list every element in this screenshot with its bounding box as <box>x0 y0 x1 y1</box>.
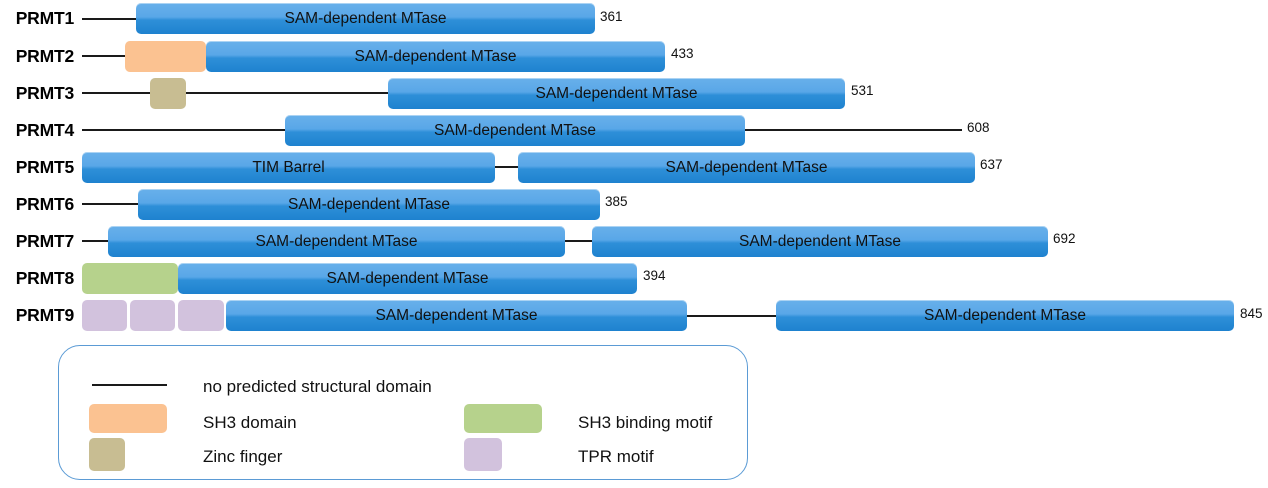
domain-segment-label: SAM-dependent MTase <box>665 158 828 176</box>
protein-row-prmt3: PRMT3 SAM-dependent MTase 531 <box>0 75 1268 112</box>
domain-segment-mtase: SAM-dependent MTase <box>285 114 745 146</box>
backbone-line <box>562 240 595 242</box>
domain-segment-label: SAM-dependent MTase <box>255 232 418 250</box>
protein-row-prmt9: PRMT9 SAM-dependent MTase SAM-dependent MT… <box>0 297 1268 334</box>
legend-swatch-sh3bind <box>464 404 542 433</box>
protein-name-label: PRMT2 <box>15 45 75 66</box>
domain-segment-label: SAM-dependent MTase <box>739 232 901 250</box>
protein-length-label: 394 <box>643 268 666 283</box>
backbone-line <box>684 314 779 317</box>
domain-segment-mtase: SAM-dependent MTase <box>592 225 1048 257</box>
domain-segment-mtase: SAM-dependent MTase <box>136 3 595 34</box>
protein-length-label: 385 <box>605 194 628 209</box>
domain-segment-mtase: SAM-dependent MTase <box>518 151 975 183</box>
protein-name-label: PRMT6 <box>15 193 75 214</box>
domain-segment-sh3bind <box>82 262 178 294</box>
protein-length-label: 531 <box>851 83 874 98</box>
legend-label: SH3 binding motif <box>578 413 713 432</box>
domain-segment-label: SAM-dependent MTase <box>284 10 447 27</box>
protein-row-prmt6: PRMT6 SAM-dependent MTase 385 <box>0 186 1268 223</box>
protein-length-label: 845 <box>1240 305 1263 321</box>
domain-segment-sh3 <box>125 40 206 72</box>
domain-segment-mtase: SAM-dependent MTase <box>108 225 565 257</box>
protein-row-prmt2: PRMT2 SAM-dependent MTase 433 <box>0 38 1268 75</box>
legend-swatch-line <box>92 384 167 386</box>
backbone-line <box>82 17 136 20</box>
domain-segment-label: SAM-dependent MTase <box>326 269 489 287</box>
domain-segment-mtase: SAM-dependent MTase <box>138 188 600 220</box>
legend-label: Zinc finger <box>203 447 283 466</box>
domain-segment-tpr <box>178 300 224 331</box>
legend-swatch-zinc <box>89 438 125 471</box>
legend-label: SH3 domain <box>203 413 297 432</box>
protein-name-label: PRMT4 <box>15 119 75 140</box>
domain-segment-label: SAM-dependent MTase <box>288 195 450 213</box>
domain-segment-mtase: SAM-dependent MTase <box>206 40 665 72</box>
domain-segment-label: SAM-dependent MTase <box>434 121 596 139</box>
protein-name-label: PRMT5 <box>15 156 75 177</box>
protein-length-label: 361 <box>600 8 623 24</box>
domain-segment-zinc <box>150 77 186 109</box>
domain-segment-mtase: SAM-dependent MTase <box>178 262 637 294</box>
protein-name-label: PRMT7 <box>15 230 75 251</box>
legend-swatch-tpr <box>464 438 502 471</box>
domain-segment-label: SAM-dependent MTase <box>354 47 517 65</box>
backbone-line <box>82 203 138 205</box>
backbone-line <box>82 55 127 57</box>
backbone-line <box>492 166 522 168</box>
protein-row-prmt4: PRMT4 SAM-dependent MTase 608 <box>0 112 1268 149</box>
protein-row-prmt7: PRMT7 SAM-dependent MTase SAM-dependent MT… <box>0 223 1268 260</box>
protein-name-label: PRMT3 <box>15 82 75 103</box>
protein-row-prmt1: PRMT1 SAM-dependent MTase 361 <box>0 0 1268 37</box>
protein-row-prmt5: PRMT5 TIM Barrel SAM-dependent MTase 637 <box>0 149 1268 186</box>
domain-segment-tim: TIM Barrel <box>82 151 495 183</box>
legend-swatch-sh3 <box>89 404 167 433</box>
domain-segment-mtase: SAM-dependent MTase <box>388 77 845 109</box>
domain-segment-tpr <box>82 300 127 331</box>
protein-row-prmt8: PRMT8 SAM-dependent MTase 394 <box>0 260 1268 297</box>
domain-segment-mtase: SAM-dependent MTase <box>776 300 1234 331</box>
domain-segment-label: SAM-dependent MTase <box>924 307 1086 324</box>
domain-segment-mtase: SAM-dependent MTase <box>226 300 687 331</box>
legend-label: TPR motif <box>578 447 654 466</box>
domain-segment-label: SAM-dependent MTase <box>535 84 698 102</box>
legend-label: no predicted structural domain <box>203 377 432 396</box>
protein-name-label: PRMT8 <box>15 267 75 288</box>
protein-name-label: PRMT1 <box>15 8 75 28</box>
protein-length-label: 692 <box>1053 231 1076 246</box>
domain-segment-label: TIM Barrel <box>252 158 325 176</box>
protein-name-label: PRMT9 <box>15 305 75 325</box>
domain-segment-tpr <box>130 300 175 331</box>
protein-length-label: 608 <box>967 120 990 135</box>
backbone-line <box>82 240 108 242</box>
domain-segment-label: SAM-dependent MTase <box>375 307 538 324</box>
backbone-line <box>82 92 388 94</box>
protein-length-label: 637 <box>980 157 1003 172</box>
protein-length-label: 433 <box>671 46 694 61</box>
